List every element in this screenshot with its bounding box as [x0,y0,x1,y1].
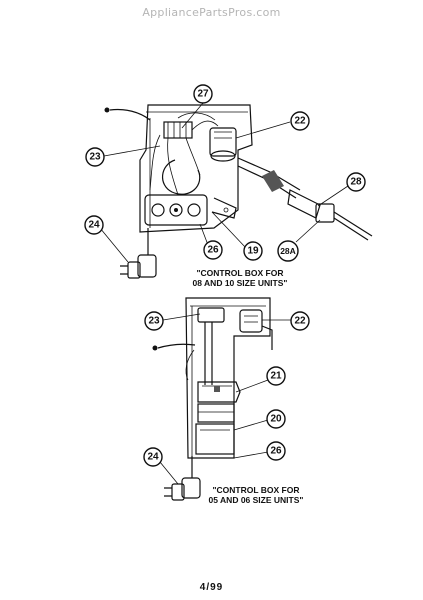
svg-text:28: 28 [350,177,362,188]
watermark: AppliancePartsPros.com [142,6,281,19]
lower-caption-line2: 05 AND 06 SIZE UNITS" [208,495,304,505]
callout-20: 20 [266,409,286,429]
svg-text:26: 26 [270,446,282,457]
lower-leader-lines [159,313,291,485]
svg-text:22: 22 [294,116,306,127]
callout-24-lower: 24 [143,447,163,467]
lower-caption: "CONTROL BOX FOR 05 AND 06 SIZE UNITS" [174,485,338,505]
callout-24-upper: 24 [84,215,104,235]
svg-text:23: 23 [89,152,101,163]
svg-text:24: 24 [147,452,159,463]
svg-text:21: 21 [270,371,282,382]
callout-22-lower: 22 [290,311,310,331]
callout-27: 27 [193,84,213,104]
callout-23-lower: 23 [144,311,164,331]
page-number: 4/99 [199,582,224,593]
svg-text:28A: 28A [280,246,296,256]
callout-26-lower: 26 [266,441,286,461]
upper-caption-line2: 08 AND 10 SIZE UNITS" [192,278,288,288]
svg-text:26: 26 [207,245,219,256]
svg-text:27: 27 [197,89,209,100]
callout-28a: 28A [277,240,299,262]
upper-leader-lines [99,102,349,263]
upper-control-box [104,104,373,279]
lower-control-box [152,297,273,501]
callout-26-upper: 26 [203,240,223,260]
svg-text:19: 19 [247,246,259,257]
svg-text:24: 24 [88,220,100,231]
callout-19: 19 [243,241,263,261]
svg-text:22: 22 [294,316,306,327]
svg-text:20: 20 [270,414,282,425]
callout-28: 28 [346,172,366,192]
svg-text:23: 23 [148,316,160,327]
callout-22-upper: 22 [290,111,310,131]
callout-23-upper: 23 [85,147,105,167]
upper-caption-line1: "CONTROL BOX FOR [196,268,284,278]
callout-21: 21 [266,366,286,386]
lower-caption-line1: "CONTROL BOX FOR [212,485,300,495]
upper-caption: "CONTROL BOX FOR 08 AND 10 SIZE UNITS" [160,268,320,288]
